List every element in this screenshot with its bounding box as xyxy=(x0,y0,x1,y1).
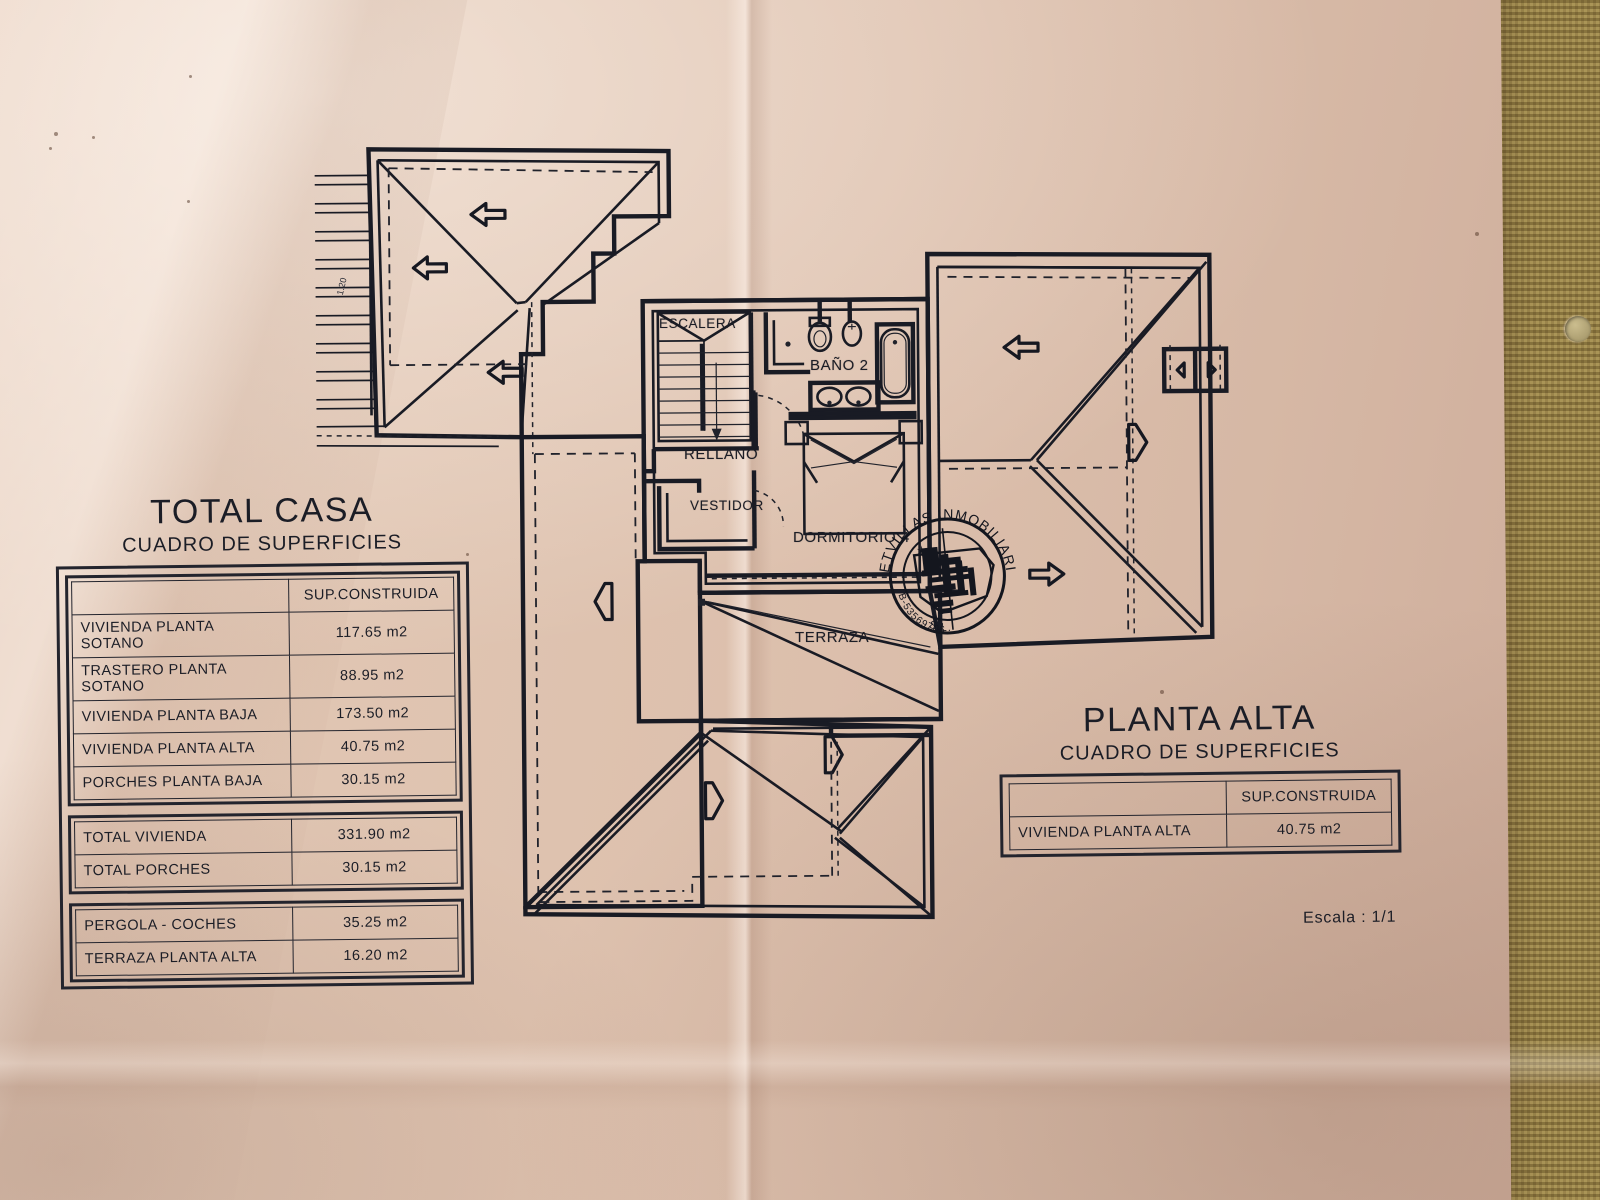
header-sup-construida: SUP.CONSTRUIDA xyxy=(1226,779,1392,815)
room-label-dormitorio-4: DORMITORIO 4 xyxy=(793,529,910,546)
punch-hole xyxy=(1565,316,1591,342)
center-left-roof xyxy=(519,434,844,916)
planta-alta-block: PLANTA ALTA CUADRO DE SUPERFICIES SUP.CO… xyxy=(999,698,1403,932)
row-label: VIVIENDA PLANTA BAJA xyxy=(73,698,291,734)
table-header-row: SUP.CONSTRUIDA xyxy=(1009,779,1392,817)
row-value: 40.75 m2 xyxy=(290,729,456,765)
row-label: TOTAL PORCHES xyxy=(74,852,293,888)
row-value: 117.65 m2 xyxy=(288,610,455,656)
stamp-ink-scribble xyxy=(921,546,977,615)
row-label: VIVIENDA PLANTA ALTA xyxy=(1009,814,1227,850)
header-blank-cell xyxy=(1009,781,1227,817)
row-label: VIVIENDA PLANTA ALTA xyxy=(73,731,291,767)
header-blank-cell xyxy=(71,579,289,615)
staircase xyxy=(656,311,753,443)
room-label-rellano: RELLANO xyxy=(684,446,759,463)
table-row: PORCHES PLANTA BAJA 30.15 m2 xyxy=(73,762,457,800)
row-value: 35.25 m2 xyxy=(292,905,458,941)
row-label: TERRAZA PLANTA ALTA xyxy=(75,940,294,976)
table-row: TRASTERO PLANTA SOTANO 88.95 m2 xyxy=(72,653,455,701)
row-value: 16.20 m2 xyxy=(292,938,459,974)
total-casa-subtitle: CUADRO DE SUPERFICIES xyxy=(122,531,403,557)
pergola-beams: 1.20 xyxy=(314,171,499,448)
front-roof-hip xyxy=(523,718,935,920)
table-row: PERGOLA - COCHES 35.25 m2 xyxy=(75,905,458,943)
row-value: 30.15 m2 xyxy=(291,850,458,886)
total-casa-title: TOTAL CASA xyxy=(149,490,374,532)
room-label-bano-2: BAÑO 2 xyxy=(810,357,869,374)
total-casa-table-1: SUP.CONSTRUIDA VIVIENDA PLANTA SOTANO 11… xyxy=(71,577,457,801)
vestidor-closet xyxy=(656,470,785,552)
total-casa-table-2: TOTAL VIVIENDA 331.90 m2 TOTAL PORCHES 3… xyxy=(74,817,458,889)
row-value: 40.75 m2 xyxy=(1226,812,1392,848)
total-casa-group-3: PERGOLA - COCHES 35.25 m2 TERRAZA PLANTA… xyxy=(68,898,465,983)
table-row: VIVIENDA PLANTA BAJA 173.50 m2 xyxy=(73,696,456,734)
row-value: 331.90 m2 xyxy=(291,817,457,853)
table-row: VIVIENDA PLANTA SOTANO 117.65 m2 xyxy=(71,610,455,658)
table-row: TERRAZA PLANTA ALTA 16.20 m2 xyxy=(75,938,459,976)
total-casa-table-3: PERGOLA - COCHES 35.25 m2 TERRAZA PLANTA… xyxy=(75,905,459,977)
planta-alta-subtitle: CUADRO DE SUPERFICIES xyxy=(1059,739,1340,765)
row-label: PORCHES PLANTA BAJA xyxy=(73,764,292,800)
svg-text:1.20: 1.20 xyxy=(335,277,349,296)
total-casa-group-1: SUP.CONSTRUIDA VIVIENDA PLANTA SOTANO 11… xyxy=(64,570,463,807)
table-row: VIVIENDA PLANTA ALTA 40.75 m2 xyxy=(73,729,456,767)
row-value: 173.50 m2 xyxy=(289,696,456,732)
bano-2 xyxy=(788,299,917,421)
bed xyxy=(784,419,924,536)
table-row: TOTAL VIVIENDA 331.90 m2 xyxy=(74,817,457,855)
total-casa-group-2: TOTAL VIVIENDA 331.90 m2 TOTAL PORCHES 3… xyxy=(67,810,464,895)
planta-alta-table: SUP.CONSTRUIDA VIVIENDA PLANTA ALTA 40.7… xyxy=(1009,779,1393,851)
row-label: VIVIENDA PLANTA SOTANO xyxy=(71,612,290,658)
table-row: VIVIENDA PLANTA ALTA 40.75 m2 xyxy=(1009,812,1392,850)
room-label-vestidor: VESTIDOR xyxy=(690,498,764,513)
row-label: TOTAL VIVIENDA xyxy=(74,819,292,855)
row-value: 88.95 m2 xyxy=(289,653,455,699)
room-label-terraza: TERRAZA xyxy=(795,629,870,646)
total-casa-table-frame: SUP.CONSTRUIDA VIVIENDA PLANTA SOTANO 11… xyxy=(55,561,475,990)
planta-alta-table-frame: SUP.CONSTRUIDA VIVIENDA PLANTA ALTA 40.7… xyxy=(999,769,1402,858)
left-roof-hip xyxy=(366,147,672,455)
header-sup-construida: SUP.CONSTRUIDA xyxy=(288,577,454,613)
row-label: TRASTERO PLANTA SOTANO xyxy=(72,655,290,701)
table-row: TOTAL PORCHES 30.15 m2 xyxy=(74,850,458,888)
room-label-escalera: ESCALERA xyxy=(659,316,736,331)
table-header-row: SUP.CONSTRUIDA xyxy=(71,577,454,615)
total-casa-block: TOTAL CASA CUADRO DE SUPERFICIES SUP.CON… xyxy=(55,489,475,990)
planta-alta-title: PLANTA ALTA xyxy=(1082,698,1317,740)
agency-rubber-stamp: ETVILLAS INMOBILIARIA S.L. B-53569706 ✶ xyxy=(859,488,1029,644)
row-label: PERGOLA - COCHES xyxy=(75,907,293,943)
dormer-window xyxy=(1161,344,1229,396)
row-value: 30.15 m2 xyxy=(290,762,457,798)
